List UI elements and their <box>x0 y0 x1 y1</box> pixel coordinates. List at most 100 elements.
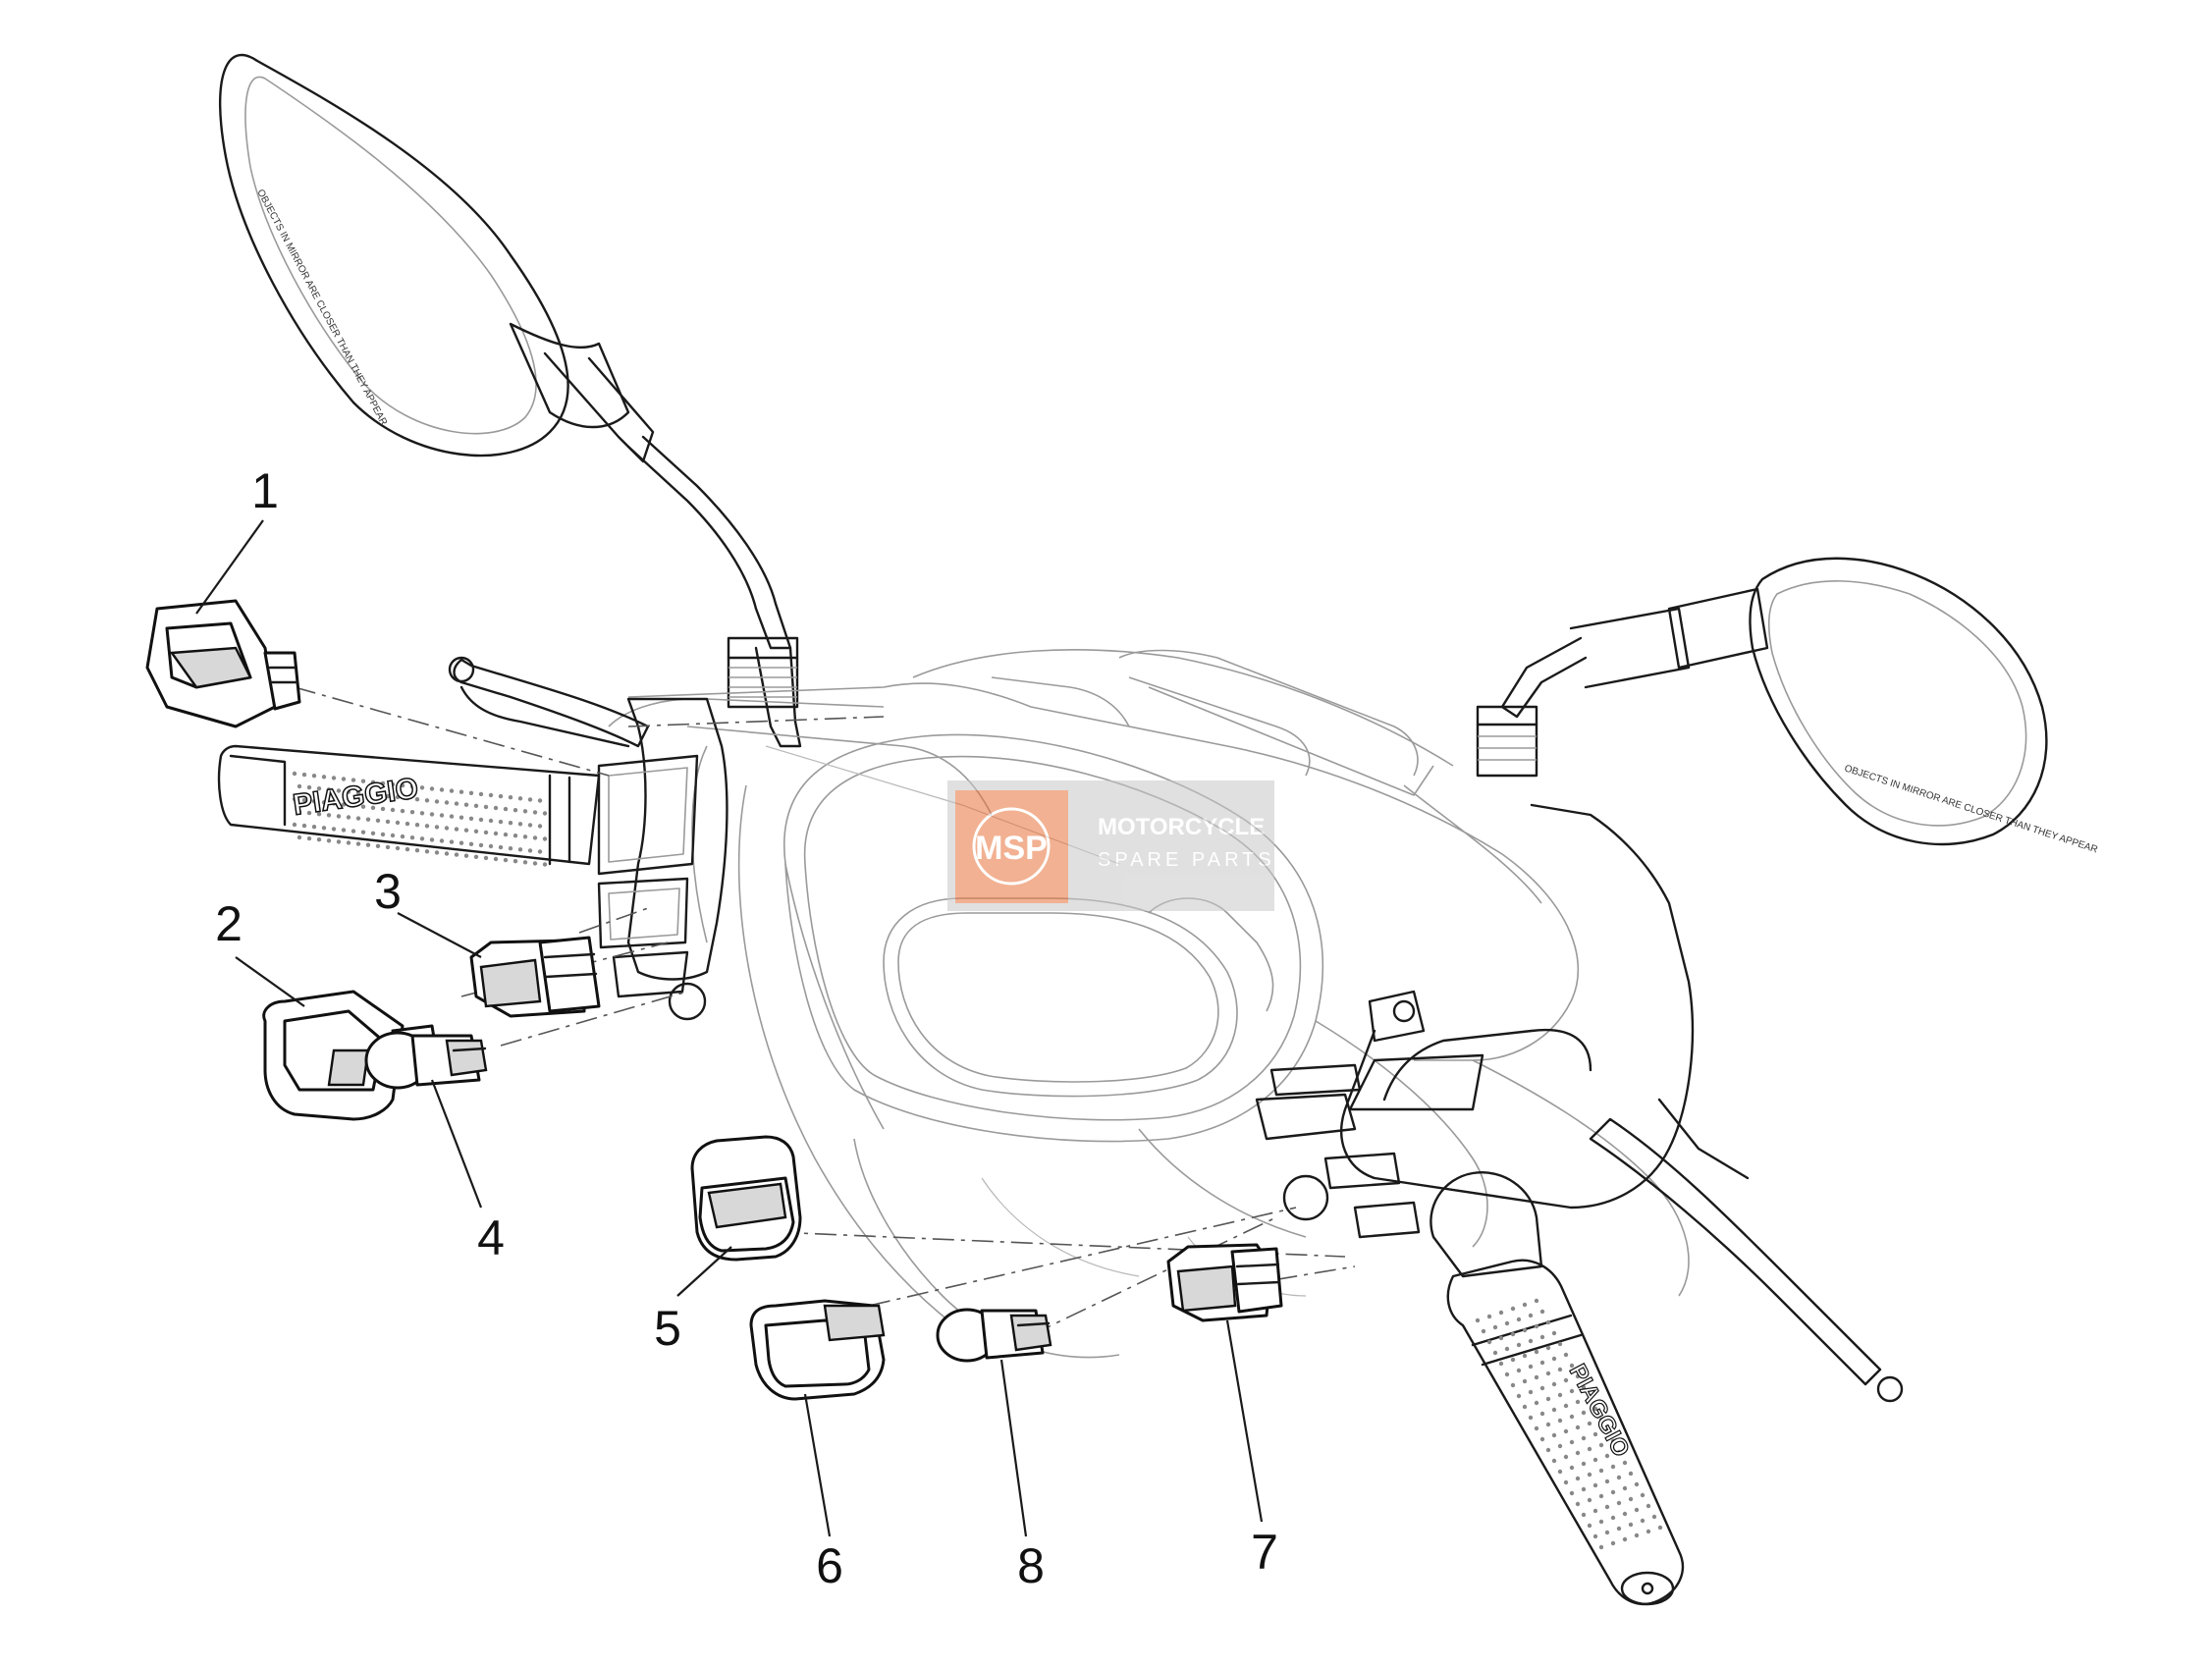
part-2-switch[interactable] <box>262 990 439 1121</box>
grip-texture-dot <box>331 776 337 780</box>
grip-texture-dot <box>1581 1384 1587 1390</box>
grip-texture-dot <box>341 777 347 781</box>
grip-texture-dot <box>1504 1371 1510 1377</box>
grip-texture-dot <box>488 843 494 849</box>
grip-texture-dot <box>405 821 410 827</box>
grip-texture-dot <box>1498 1310 1504 1316</box>
watermark-line2: SPARE PARTS <box>1098 849 1275 871</box>
grip-texture-dot <box>449 788 455 793</box>
grip-texture-dot <box>385 793 391 799</box>
grip-texture-dot <box>1587 1472 1592 1478</box>
grip-texture-dot <box>527 848 533 853</box>
grip-texture-dot <box>1528 1338 1534 1344</box>
grip-texture-dot <box>537 824 543 829</box>
grip-texture-dot <box>522 860 528 865</box>
grip-texture-dot <box>1616 1500 1622 1506</box>
grip-texture-dot <box>1528 1364 1534 1370</box>
part-7-switch[interactable] <box>1166 1243 1283 1322</box>
grip-texture-dot <box>1569 1465 1575 1471</box>
grip-texture-dot <box>1598 1442 1604 1448</box>
grip-texture-dot <box>1545 1345 1551 1351</box>
grip-texture-dot <box>375 843 381 848</box>
grip-texture-dot <box>1604 1427 1610 1433</box>
grip-texture-dot <box>297 783 302 789</box>
grip-texture-dot <box>532 861 538 866</box>
part-6-switch[interactable] <box>749 1299 886 1401</box>
grip-texture-dot <box>473 829 479 834</box>
grip-texture-dot <box>1634 1507 1640 1513</box>
grip-texture-dot <box>1616 1449 1622 1455</box>
part-4-button[interactable] <box>364 1031 488 1090</box>
part-3-switch[interactable] <box>469 936 601 1018</box>
grip-texture-dot <box>365 842 371 847</box>
grip-texture-dot <box>429 837 435 842</box>
grip-texture-dot <box>1557 1469 1563 1475</box>
grip-texture-dot <box>478 842 484 848</box>
grip-texture-dot <box>1569 1414 1575 1420</box>
grip-texture-dot <box>311 774 317 779</box>
left-switch-housing <box>597 697 728 1021</box>
grip-texture-dot <box>370 831 376 835</box>
grip-texture-dot <box>341 802 347 807</box>
left-brake-lever <box>448 656 650 748</box>
grip-texture-dot <box>370 780 376 784</box>
grip-texture-dot <box>1592 1431 1598 1437</box>
grip-texture-dot <box>478 817 484 823</box>
grip-texture-dot <box>1534 1374 1539 1380</box>
grip-texture-dot <box>1563 1479 1569 1485</box>
watermark-logo: MSP <box>975 830 1048 867</box>
grip-texture-dot <box>473 854 479 859</box>
grip-texture-dot <box>498 844 504 850</box>
grip-texture-dot <box>1622 1460 1628 1466</box>
grip-texture-dot <box>449 814 455 819</box>
grip-texture-dot <box>385 844 391 850</box>
grip-texture-dot <box>341 828 347 833</box>
grip-texture-dot <box>537 849 543 854</box>
grip-texture-dot <box>419 785 425 790</box>
grip-texture-dot <box>1622 1536 1628 1542</box>
grip-texture-dot <box>1634 1533 1640 1538</box>
grip-texture-dot <box>292 822 297 828</box>
grip-texture-dot <box>1592 1533 1598 1539</box>
grip-texture-dot <box>459 840 464 845</box>
grip-texture-dot <box>1551 1356 1557 1362</box>
grip-texture-dot <box>1563 1377 1569 1383</box>
grip-texture-dot <box>1604 1504 1610 1510</box>
grip-texture-dot <box>301 797 307 803</box>
grip-texture-dot <box>1551 1407 1557 1413</box>
grip-texture-dot <box>1581 1461 1587 1467</box>
grip-texture-dot <box>1510 1306 1516 1312</box>
grip-texture-dot <box>1557 1392 1563 1398</box>
grip-texture-dot <box>1551 1330 1557 1336</box>
grip-texture-dot <box>405 795 410 801</box>
callout-8: 8 <box>1017 1538 1045 1593</box>
grip-texture-dot <box>468 790 474 795</box>
grip-texture-dot <box>1510 1357 1516 1363</box>
grip-texture-dot <box>1563 1454 1569 1460</box>
leader-lines <box>195 519 1264 1537</box>
grip-texture-dot <box>316 812 322 817</box>
grip-texture-dot <box>346 840 351 845</box>
part-8-button[interactable] <box>936 1308 1052 1363</box>
grip-texture-dot <box>1492 1350 1498 1356</box>
grip-texture-dot <box>380 806 386 812</box>
grip-texture-dot <box>409 835 415 840</box>
grip-texture-dot <box>326 838 332 843</box>
grip-texture-dot <box>1545 1319 1551 1325</box>
grip-texture-dot <box>1522 1327 1528 1333</box>
part-5-switch[interactable] <box>690 1135 802 1262</box>
grip-texture-dot <box>1504 1346 1510 1352</box>
grip-texture-dot <box>463 802 469 807</box>
grip-texture-dot <box>1498 1335 1504 1341</box>
grip-texture-dot <box>1598 1544 1604 1550</box>
grip-texture-dot <box>1557 1418 1563 1424</box>
grip-texture-dot <box>1516 1393 1522 1399</box>
grip-texture-dot <box>1610 1464 1616 1470</box>
grip-texture-dot <box>321 800 327 805</box>
grip-texture-dot <box>1569 1363 1575 1369</box>
grip-texture-dot <box>336 839 342 844</box>
grip-texture-dot <box>527 823 533 828</box>
grip-texture-dot <box>513 859 518 864</box>
part-1-switch[interactable] <box>145 599 301 728</box>
mirror-left-label: OBJECTS IN MIRROR ARE CLOSER THAN THEY A… <box>254 188 389 427</box>
